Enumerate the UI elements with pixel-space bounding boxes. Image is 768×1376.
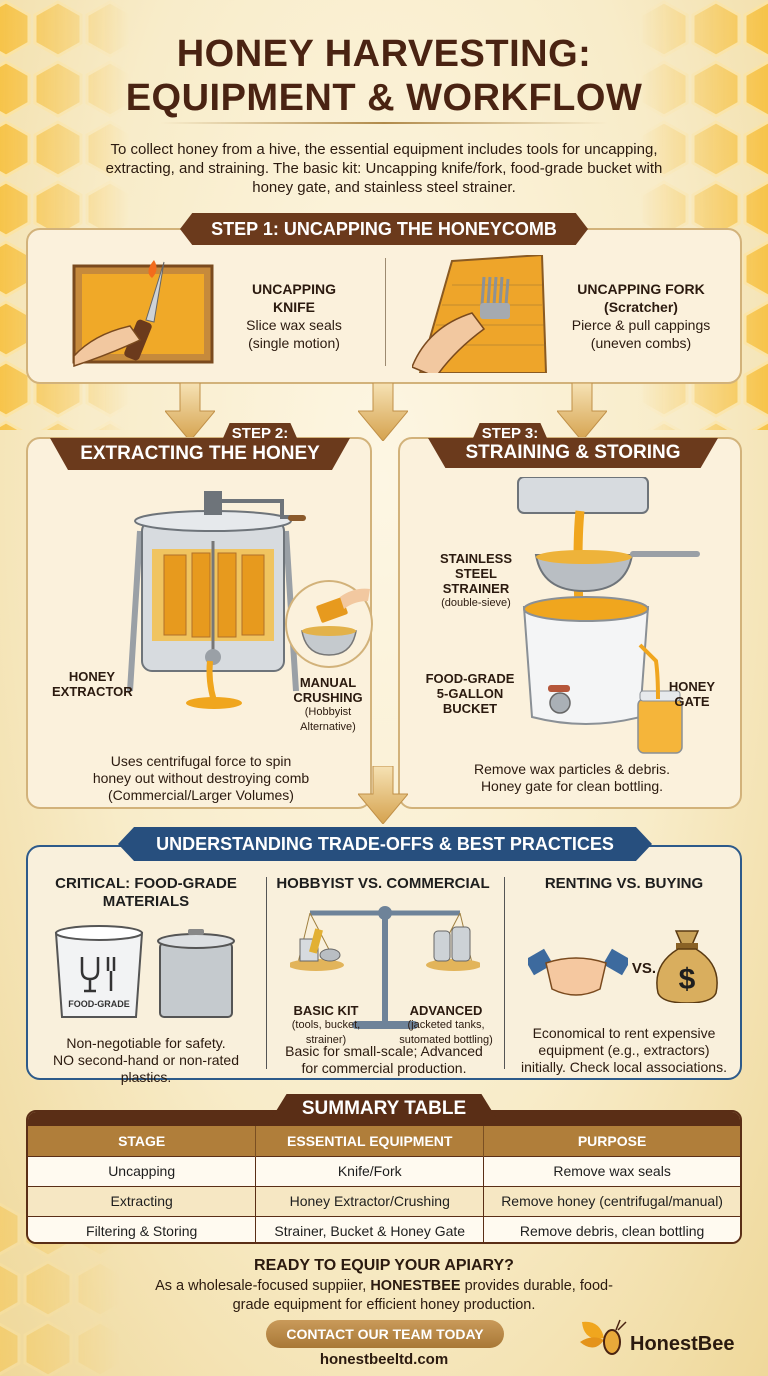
contact-team-button[interactable]: CONTACT OUR TEAM TODAY bbox=[266, 1320, 504, 1348]
basic-kit-label: BASIC KIT (tools, bucket,strainer) bbox=[291, 1003, 361, 1046]
arrow-down-icon bbox=[358, 766, 408, 824]
tradeoffs-divider-1 bbox=[266, 877, 267, 1069]
straining-storing-illustration bbox=[517, 477, 700, 754]
hobbyist-title: HOBBYIST VS. COMMERCIAL bbox=[276, 875, 490, 892]
money-bag-icon: $ bbox=[656, 930, 718, 1003]
step1-divider bbox=[385, 258, 386, 366]
uncapping-knife-text: UNCAPPING KNIFE Slice wax seals (single … bbox=[246, 281, 342, 351]
honey-extractor-illustration bbox=[127, 491, 306, 709]
step1-banner: STEP 1: UNCAPPING THE HONEYCOMB bbox=[180, 213, 588, 245]
arrow-down-icon bbox=[557, 383, 607, 441]
table-row: Filtering & Storing Strainer, Bucket & H… bbox=[28, 1215, 740, 1242]
summary-table-title: SUMMARY TABLE bbox=[268, 1094, 500, 1124]
svg-text:FOOD-GRADE: FOOD-GRADE bbox=[68, 999, 130, 1009]
arrow-down-icon bbox=[165, 383, 215, 441]
column-header-stage: STAGE bbox=[28, 1126, 257, 1156]
website-link[interactable]: honestbeeltd.com bbox=[319, 1351, 449, 1368]
page-title: HONEY HARVESTING: EQUIPMENT & WORKFLOW bbox=[0, 32, 768, 120]
food-grade-description: Non-negotiable for safety.NO second-hand… bbox=[53, 1035, 239, 1085]
intro-text: To collect honey from a hive, the essent… bbox=[105, 141, 663, 196]
balance-scale-icon bbox=[290, 906, 480, 1029]
tradeoffs-divider-2 bbox=[504, 877, 505, 1069]
honestbee-logo-text: HonestBee bbox=[630, 1333, 735, 1355]
summary-table-container: STAGE ESSENTIAL EQUIPMENT PURPOSE Uncapp… bbox=[26, 1110, 742, 1244]
table-cell: Remove honey (centrifugal/manual) bbox=[483, 1185, 740, 1216]
food-grade-containers-icon: FOOD-GRADE bbox=[54, 925, 235, 1018]
table-cell: Extracting bbox=[28, 1185, 257, 1216]
table-cell: Filtering & Storing bbox=[28, 1215, 257, 1242]
tradeoffs-banner: UNDERSTANDING TRADE-OFFS & BEST PRACTICE… bbox=[118, 827, 652, 861]
handshake-icon bbox=[528, 948, 628, 996]
honestbee-logo-icon bbox=[580, 1319, 627, 1355]
manual-crushing-illustration bbox=[285, 580, 373, 668]
cta-text: As a wholesale-focused suppiier, HONESTB… bbox=[155, 1278, 613, 1313]
title-line-2: EQUIPMENT & WORKFLOW bbox=[125, 77, 643, 119]
arrow-down-icon bbox=[358, 383, 408, 441]
table-cell: Remove debris, clean bottling bbox=[483, 1215, 740, 1242]
table-cell: Uncapping bbox=[28, 1155, 257, 1186]
step3-description: Remove wax particles & debris.Honey gate… bbox=[473, 761, 671, 794]
uncapping-fork-text: UNCAPPING FORK (Scratcher) Pierce & pull… bbox=[571, 281, 711, 351]
table-row: Uncapping Knife/Fork Remove wax seals bbox=[28, 1155, 740, 1186]
title-line-1: HONEY HARVESTING: bbox=[176, 33, 592, 75]
step3-title: STRAINING & STORING bbox=[428, 438, 718, 468]
vs-label: VS. bbox=[631, 960, 657, 977]
table-cell: Strainer, Bucket & Honey Gate bbox=[255, 1215, 485, 1242]
step2-title: EXTRACTING THE HONEY bbox=[50, 438, 350, 470]
table-cell: Remove wax seals bbox=[483, 1155, 740, 1186]
renting-title: RENTING VS. BUYING bbox=[544, 875, 704, 892]
table-cell: Knife/Fork bbox=[255, 1155, 485, 1186]
column-header-purpose: PURPOSE bbox=[483, 1126, 740, 1156]
cta-heading: READY TO EQUIP YOUR APIARY? bbox=[254, 1257, 514, 1274]
advanced-label: ADVANCED (jacketed tanks,sutomated bottl… bbox=[399, 1003, 493, 1046]
uncapping-knife-illustration bbox=[72, 260, 214, 368]
uncapping-fork-illustration bbox=[412, 255, 548, 373]
svg-text:$: $ bbox=[679, 963, 696, 996]
column-header-equipment: ESSENTIAL EQUIPMENT bbox=[255, 1126, 485, 1156]
title-divider bbox=[160, 122, 608, 124]
table-cell: Honey Extractor/Crushing bbox=[255, 1185, 485, 1216]
step1-card: UNCAPPING KNIFE Slice wax seals (single … bbox=[26, 228, 742, 384]
summary-table: STAGE ESSENTIAL EQUIPMENT PURPOSE Uncapp… bbox=[28, 1126, 740, 1242]
table-row: Extracting Honey Extractor/Crushing Remo… bbox=[28, 1185, 740, 1216]
